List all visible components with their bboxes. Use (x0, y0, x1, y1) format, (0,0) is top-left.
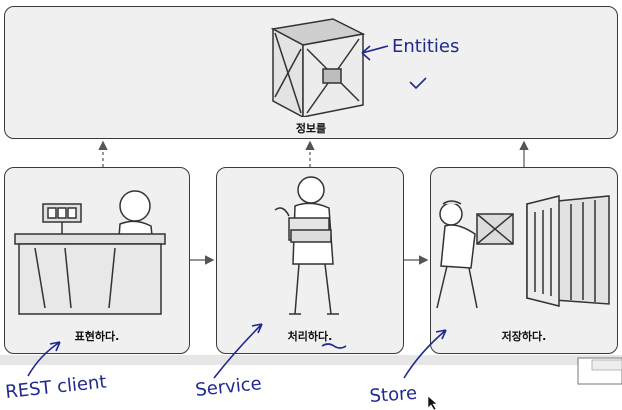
present-box: 표현하다. (4, 167, 190, 354)
service-annotation: Service (194, 373, 262, 401)
entities-box: 정보를 (4, 6, 618, 139)
window-corner-inner (591, 359, 622, 371)
store-annotation-arrow (403, 329, 447, 379)
check-mark (409, 77, 427, 90)
entities-annotation-arrow (361, 45, 389, 61)
rest-client-annotation-arrow (27, 341, 61, 377)
service-annotation-arrow (213, 323, 263, 379)
store-annotation: Store (369, 383, 418, 407)
store-box: 저장하다. (430, 167, 618, 354)
mouse-cursor-icon (427, 395, 438, 410)
rest-client-annotation: REST client (4, 371, 107, 402)
process-box: 처리하다. (216, 167, 404, 354)
entities-annotation: Entities (392, 36, 459, 57)
person-loading-container-icon (436, 195, 610, 309)
entities-label: 정보를 (295, 122, 327, 135)
wooden-crate-icon (270, 18, 366, 117)
person-at-counter-icon (14, 190, 166, 315)
process-underline (321, 343, 347, 349)
person-carrying-box-icon (274, 176, 339, 315)
present-label: 표현하다. (74, 330, 120, 343)
store-label: 저장하다. (501, 330, 547, 343)
process-label: 처리하다. (287, 330, 333, 343)
bottom-band (0, 355, 622, 365)
